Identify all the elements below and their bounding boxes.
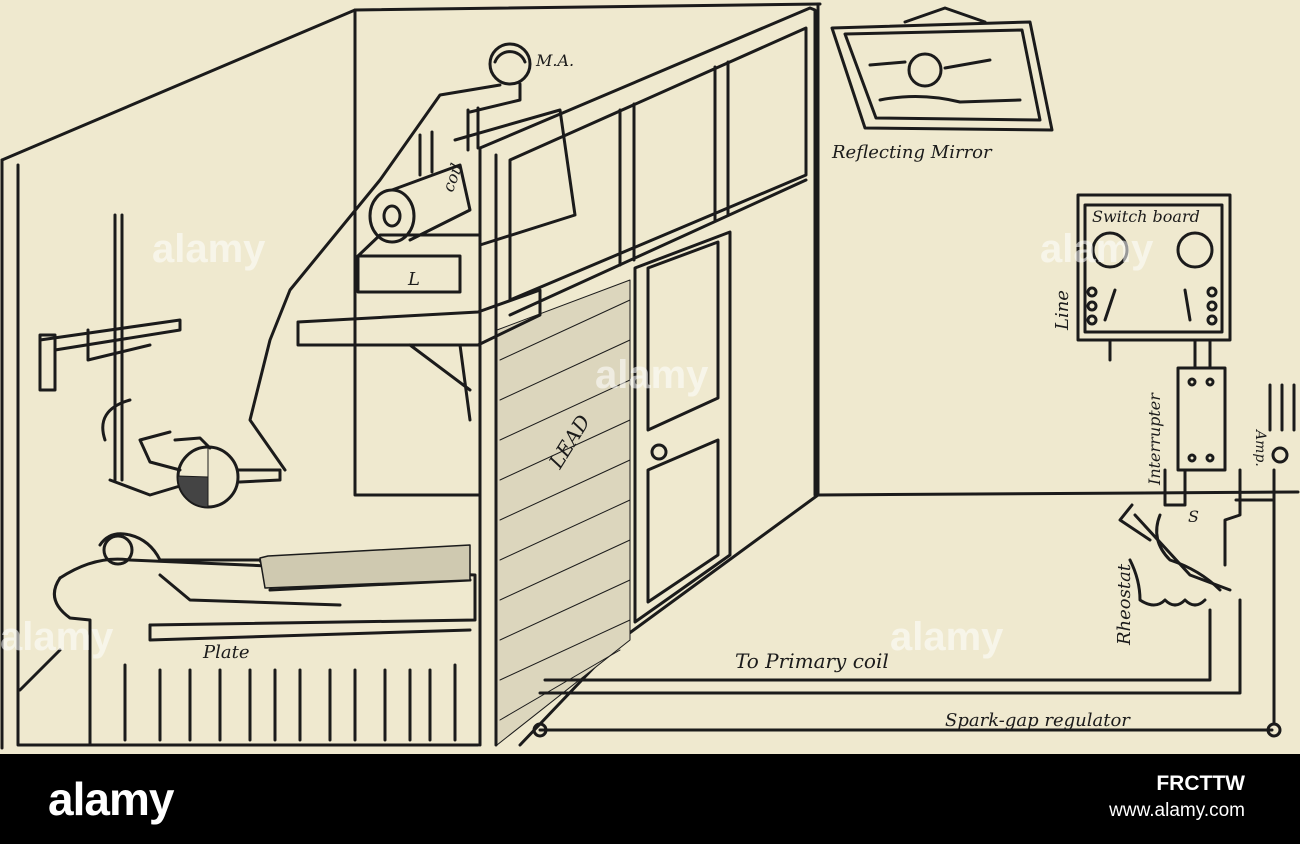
label-line: Line <box>1052 290 1073 331</box>
label-ma: M.A. <box>535 51 574 70</box>
label-interrupter: Interrupter <box>1145 392 1164 486</box>
patient <box>98 532 472 607</box>
lead-hatching <box>496 279 631 746</box>
label-l: L <box>407 269 420 290</box>
footer-logo: alamy <box>48 773 174 825</box>
watermark: alamy <box>0 615 114 659</box>
image-id: FRCTTW <box>1156 772 1245 795</box>
label-rheostat: Rheostat <box>1114 563 1135 646</box>
watermark: alamy <box>1040 227 1154 271</box>
switch-board-icon <box>1076 193 1232 370</box>
interrupter-icon <box>1176 366 1227 472</box>
label-plate: Plate <box>202 642 250 663</box>
x-ray-room-diagram: M.A. coil L Reflecting Mirror Switch boa… <box>0 2 1300 750</box>
label-reflecting-mirror: Reflecting Mirror <box>831 142 993 163</box>
tube-stand <box>38 213 202 497</box>
watermark: alamy <box>595 353 709 397</box>
footer-site: www.alamy.com <box>1109 800 1245 821</box>
stock-footer: alamy FRCTTW www.alamy.com <box>0 754 1300 844</box>
circuit-wires <box>532 383 1296 738</box>
label-to-primary-coil: To Primary coil <box>735 649 889 673</box>
watermark: alamy <box>890 615 1004 659</box>
watermark: alamy <box>152 227 266 271</box>
milliammeter-icon <box>248 42 532 472</box>
label-spark-gap-regulator: Spark-gap regulator <box>945 710 1131 731</box>
coil-shelf <box>296 106 577 422</box>
x-ray-tube-icon <box>101 398 282 509</box>
label-switch-board: Switch board <box>1092 207 1200 226</box>
reflecting-mirror-icon <box>830 6 1054 132</box>
room-walls <box>0 2 1300 750</box>
label-s: S <box>1188 507 1199 526</box>
label-amp: Amp. <box>1252 428 1268 467</box>
rheostat-icon <box>1118 468 1242 607</box>
